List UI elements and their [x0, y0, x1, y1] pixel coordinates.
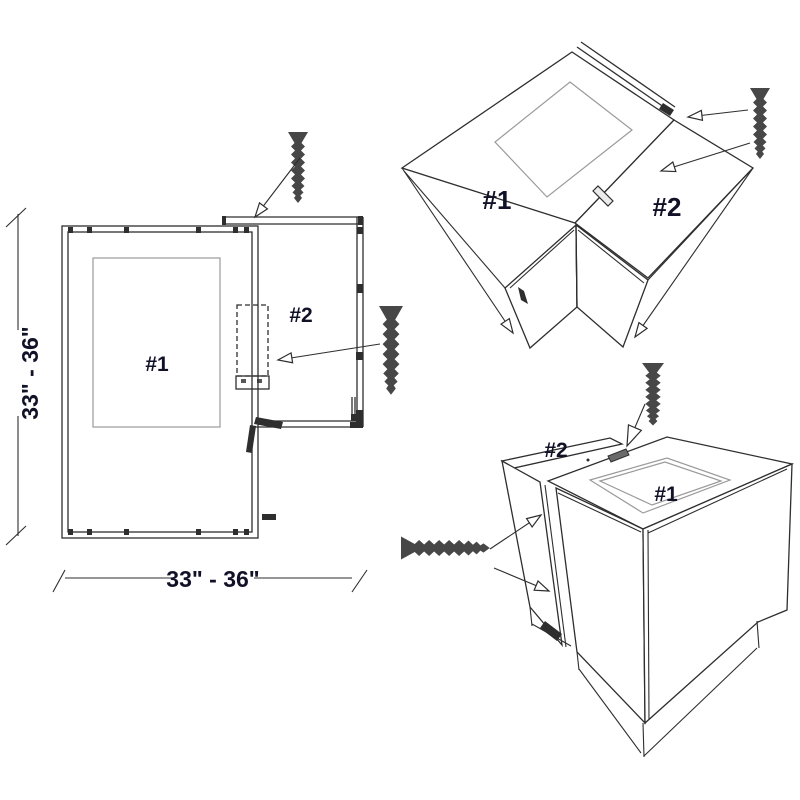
- screw-icon: [642, 363, 664, 426]
- iso-rail-end-cap: [659, 103, 674, 116]
- plan-cabinet2-label: #2: [289, 304, 312, 327]
- width-dimension: 33" - 36": [52, 566, 368, 593]
- side-cabinet2-label: #2: [544, 439, 567, 462]
- side-sink-cutout-inner: [598, 461, 723, 506]
- side-joining-bracket: [607, 448, 630, 463]
- arrow-icon: [489, 514, 543, 550]
- plan-sink-cutout: [92, 257, 221, 428]
- arrow-icon: [626, 403, 646, 448]
- side-cabinet1-label: #1: [654, 483, 678, 506]
- side-sink-cutout: [588, 457, 732, 514]
- arrow-icon: [276, 343, 381, 364]
- arrow-icon: [659, 142, 751, 173]
- plan-cabinet1-outline: [61, 225, 259, 539]
- plan-joining-bracket: [235, 375, 270, 390]
- side-cabinet1-right: [642, 462, 793, 725]
- iso-cabinet1-label: #1: [483, 185, 512, 215]
- plan-cabinet1-label: #1: [145, 353, 169, 376]
- width-dimension-label: 33" - 36": [166, 566, 259, 592]
- height-dimension: 33" - 36": [5, 207, 43, 546]
- side-cabinet1-front: [555, 486, 646, 725]
- iso-back-rail: [576, 46, 672, 113]
- screw-icon: [379, 306, 403, 395]
- side-foot-mark: [540, 621, 562, 641]
- arrow-icon: [686, 109, 749, 122]
- arrow-icon: [401, 167, 514, 335]
- side-cabinet2-side: [501, 459, 563, 648]
- plan-fastener-marks: [68, 216, 363, 535]
- plan-overlap-dashed-outline: [236, 304, 269, 377]
- iso-side-view: #2 #1: [401, 363, 795, 758]
- plan-cabinet1-inner-wall: [67, 231, 253, 533]
- height-dimension-label: 33" - 36": [17, 326, 43, 419]
- iso-joining-bracket: [592, 185, 614, 207]
- plan-hinge-mark: [254, 417, 283, 429]
- plan-view: 33" - 36" 33" - 36" #1 #2: [5, 132, 403, 593]
- screw-icon: [750, 88, 770, 159]
- plan-hinge-mark: [246, 425, 256, 453]
- iso-back-rail: [580, 41, 676, 108]
- arrow-icon: [633, 167, 754, 339]
- screw-icon: [401, 536, 490, 560]
- door-handle-icon: [518, 287, 528, 304]
- iso-left-door: [504, 223, 578, 350]
- screw-icon: [288, 132, 308, 203]
- iso-cabinet2-label: #2: [653, 192, 682, 222]
- iso-cabinet2-top: [574, 119, 755, 279]
- iso-sink-cutout: [494, 81, 633, 198]
- iso-corner-view: #1 #2: [400, 41, 770, 350]
- arrow-icon: [493, 567, 551, 592]
- arrow-icon: [253, 157, 301, 219]
